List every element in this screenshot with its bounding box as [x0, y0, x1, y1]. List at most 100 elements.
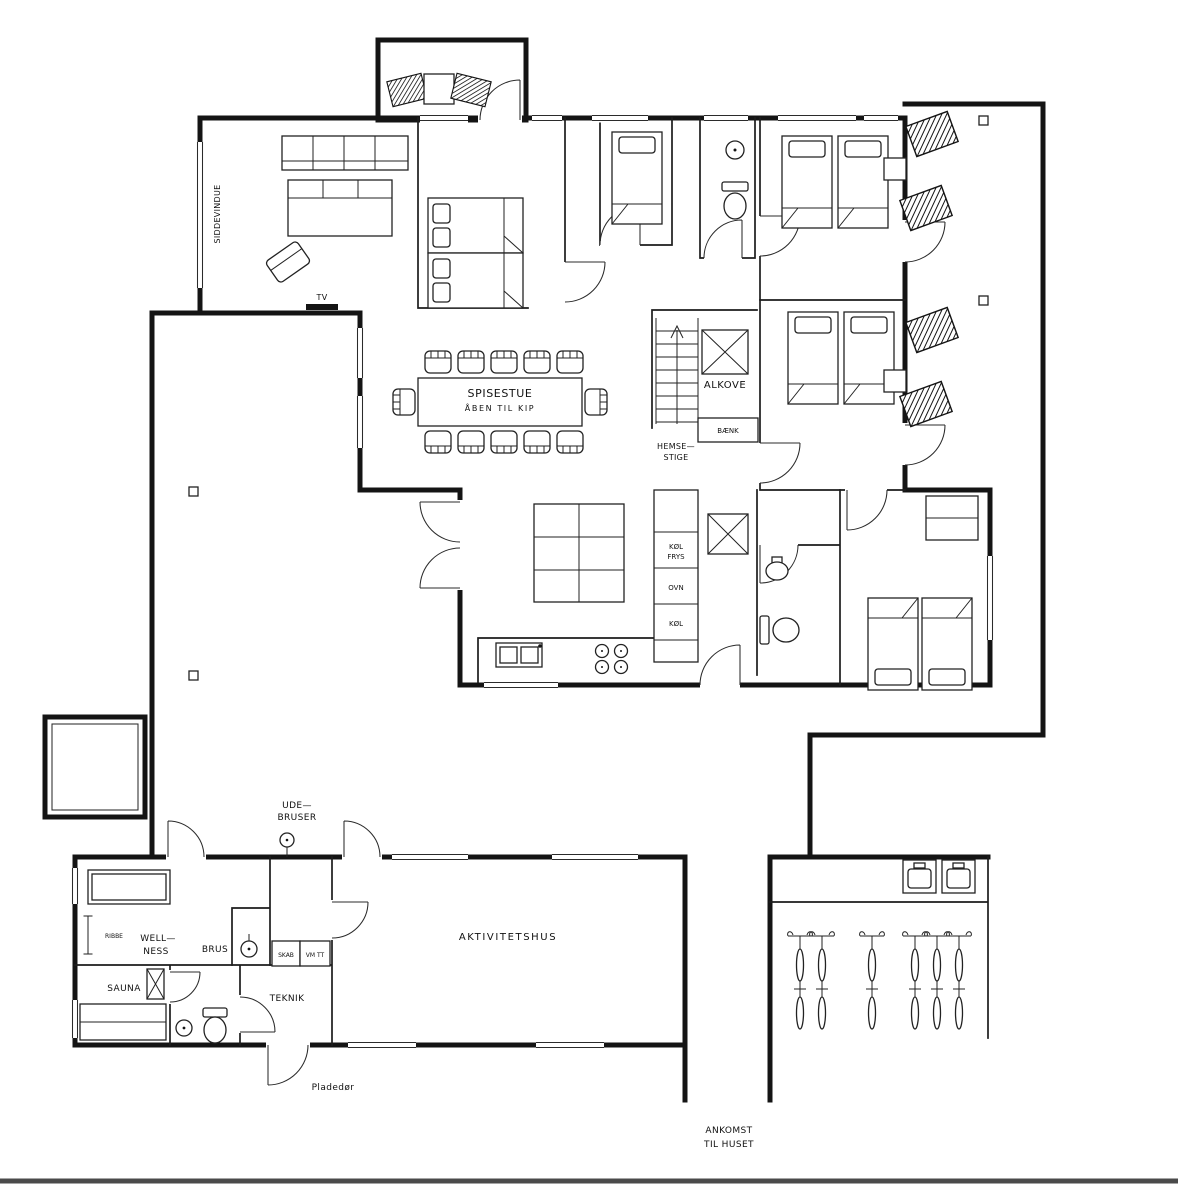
outer-walls	[42, 37, 1046, 1103]
post-marker	[978, 115, 989, 126]
bike-symbol	[945, 931, 973, 1030]
side-table	[883, 369, 907, 393]
side-table	[423, 73, 455, 105]
bike-parking	[786, 859, 976, 1030]
door-swing	[166, 820, 206, 862]
window	[552, 852, 638, 862]
door-swing	[342, 820, 382, 862]
label-brus: BRUS	[202, 945, 228, 955]
bench	[697, 417, 759, 443]
bin-symbol	[941, 859, 976, 894]
window	[592, 113, 648, 123]
dining-chair	[584, 388, 608, 416]
bathroom-top-fixtures	[721, 140, 749, 220]
interior-walls	[51, 117, 989, 1046]
lounge-chair	[899, 380, 953, 428]
washer-dryer-box	[299, 940, 331, 967]
dining-chair	[424, 430, 452, 454]
window	[70, 868, 80, 904]
window	[536, 1040, 604, 1050]
armchair	[265, 241, 311, 283]
label-sauna: SAUNA	[107, 984, 141, 994]
dining-chair	[523, 350, 551, 374]
dining-chair	[392, 388, 416, 416]
window	[420, 113, 468, 123]
door-swing	[328, 900, 369, 940]
side-table	[883, 157, 907, 181]
label-tv: TV	[316, 293, 328, 302]
door-swing	[756, 442, 801, 484]
label-ankomst-1: ANKOMST	[705, 1126, 752, 1136]
label-baenk: BÆNK	[717, 427, 739, 435]
post-marker	[188, 670, 199, 681]
label-koel-frys-1: KØL	[669, 543, 683, 551]
door-swing-pladedoer	[266, 1041, 310, 1086]
loft-ladder	[655, 318, 699, 424]
label-ovn: OVN	[668, 584, 683, 592]
bike-symbol	[786, 931, 814, 1030]
bike-symbol	[808, 931, 836, 1030]
kitchen-island	[533, 503, 625, 603]
coffee-table	[287, 179, 393, 237]
dining-chair	[490, 430, 518, 454]
shower-symbol	[240, 934, 258, 958]
dining-chair	[457, 430, 485, 454]
window	[704, 113, 748, 123]
detached-square-outline	[42, 714, 148, 820]
label-koel-frys-2: FRYS	[667, 553, 685, 561]
dining-chair	[523, 430, 551, 454]
sofa	[281, 135, 409, 171]
label-well-1: WELL—	[140, 934, 176, 944]
sink-symbol	[765, 556, 789, 581]
door-swing	[236, 995, 276, 1033]
lounge-chair	[905, 306, 959, 354]
label-ude-1: UDE—	[282, 801, 312, 811]
massage-bench	[87, 869, 171, 905]
west-terrace-edge	[149, 310, 363, 860]
bike-symbol	[923, 931, 951, 1030]
doors	[166, 79, 946, 1086]
label-ankomst-2: TIL HUSET	[703, 1140, 754, 1150]
wellness-building-outline	[72, 854, 688, 1048]
door-swing	[845, 486, 888, 531]
toilet-symbol	[759, 615, 800, 645]
bike-symbol	[858, 931, 886, 1030]
single-bed	[781, 135, 833, 229]
window	[348, 1040, 416, 1050]
label-teknik: TEKNIK	[269, 994, 305, 1004]
door-swing	[478, 79, 522, 123]
double-bed	[427, 197, 524, 254]
window	[864, 113, 898, 123]
door-swing	[901, 423, 946, 466]
window	[532, 113, 562, 123]
dining-set	[392, 350, 608, 454]
label-hemse-1: HEMSE—	[657, 442, 695, 451]
bathroom-mid-fixtures	[759, 556, 800, 645]
label-well-2: NESS	[143, 947, 168, 957]
furniture-deck	[188, 72, 989, 681]
window	[355, 328, 365, 378]
sauna-heater	[146, 968, 165, 1000]
stove-symbol	[594, 643, 629, 675]
lounge-chair	[450, 72, 492, 108]
label-alkove: ALKOVE	[704, 380, 746, 391]
bike-symbol	[901, 931, 929, 1030]
skylight-symbol	[701, 329, 749, 375]
window	[70, 1000, 80, 1038]
single-bed	[787, 311, 839, 405]
dining-chair	[556, 350, 584, 374]
sink-symbol	[175, 1019, 193, 1037]
single-bed	[611, 131, 663, 225]
label-hemse-2: STIGE	[663, 453, 688, 462]
door-swing	[703, 219, 743, 262]
dining-chair	[457, 350, 485, 374]
label-aktivitetshus: AKTIVITETSHUS	[459, 932, 557, 943]
window-siddevindue	[195, 142, 205, 288]
outdoor-shower-symbol	[279, 832, 295, 857]
door-swing-french	[419, 500, 464, 590]
window	[392, 852, 468, 862]
tv	[306, 304, 338, 310]
window	[985, 556, 995, 640]
